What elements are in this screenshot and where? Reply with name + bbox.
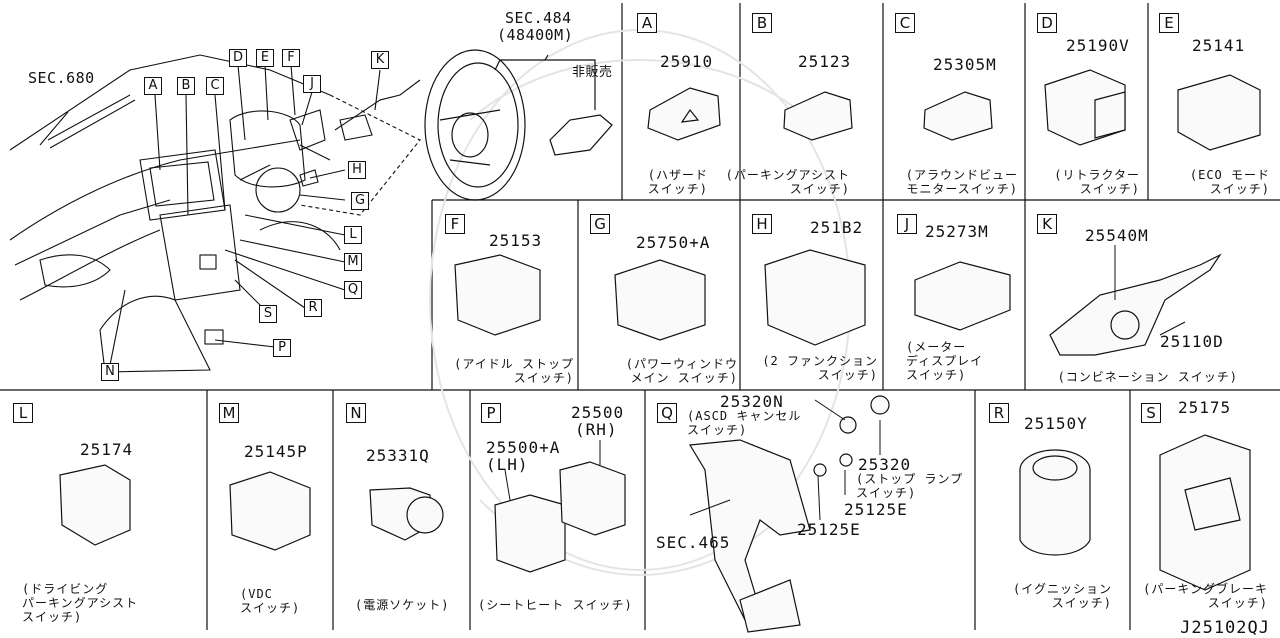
- callout-c[interactable]: C: [206, 77, 224, 95]
- panel-l-caption: (ドライビング パーキングアシスト スイッチ): [22, 582, 139, 624]
- callout-h[interactable]: H: [348, 161, 366, 179]
- panel-n-part-number: 25331Q: [366, 446, 430, 465]
- panel-k-caption: (コンビネーション スイッチ): [1057, 370, 1238, 384]
- callout-k[interactable]: K: [371, 51, 389, 69]
- panel-h-part-number: 251B2: [810, 218, 864, 237]
- panel-l-letter: L: [13, 403, 33, 423]
- panel-l-part-number: 25174: [80, 440, 134, 459]
- panel-e-letter: E: [1159, 13, 1179, 33]
- panel-b-letter: B: [752, 13, 772, 33]
- panel-q-sec-label: SEC.465: [656, 533, 731, 552]
- sec-680-label: SEC.680: [28, 69, 95, 87]
- callout-d[interactable]: D: [229, 49, 247, 67]
- sec-484-label: SEC.484: [505, 9, 572, 27]
- callout-e[interactable]: E: [256, 49, 274, 67]
- panel-h-letter: H: [752, 214, 772, 234]
- panel-b-caption: (パーキングアシスト スイッチ): [725, 168, 850, 196]
- panel-e-caption: (ECO モード スイッチ): [1189, 168, 1270, 196]
- panel-p-lh-label: (LH): [486, 455, 529, 474]
- panel-p-rh-part-number: 25500: [571, 403, 625, 422]
- panel-d-letter: D: [1037, 13, 1057, 33]
- panel-g-letter: G: [590, 214, 610, 234]
- panel-a-part-number: 25910: [660, 52, 714, 71]
- callout-b[interactable]: B: [177, 77, 195, 95]
- panel-f-part-number: 25153: [489, 231, 543, 250]
- panel-m-caption: (VDC スイッチ): [240, 587, 301, 615]
- panel-f-caption: (アイドル ストップ スイッチ): [454, 357, 574, 385]
- callout-a[interactable]: A: [144, 77, 162, 95]
- callout-m[interactable]: M: [344, 253, 362, 271]
- panel-g-part-number: 25750+A: [636, 233, 711, 252]
- component-sketches: [59, 69, 1261, 633]
- panel-q-letter: Q: [657, 403, 677, 423]
- callout-f[interactable]: F: [282, 49, 300, 67]
- panel-s-part-number: 25175: [1178, 398, 1232, 417]
- panel-a-letter: A: [637, 13, 657, 33]
- panel-m-part-number: 25145P: [244, 442, 308, 461]
- panel-h-caption: (2 ファンクション スイッチ): [762, 354, 878, 382]
- panel-p-caption: (シートヒート スイッチ): [478, 598, 633, 612]
- callout-g[interactable]: G: [351, 192, 369, 210]
- panel-a-caption: (ハザード スイッチ): [647, 168, 708, 196]
- panel-r-letter: R: [989, 403, 1009, 423]
- panel-q-e2-part-number: 25125E: [797, 520, 861, 539]
- panel-c-caption: (アラウンドビュー モニタースイッチ): [905, 168, 1018, 196]
- panel-q-ascd-part-number: 25320N: [720, 392, 784, 411]
- panel-d-caption: (リトラクター スイッチ): [1054, 168, 1140, 196]
- panel-s-caption: (パーキングブレーキ スイッチ): [1143, 582, 1268, 610]
- sec-484-part: (48400M): [497, 26, 574, 44]
- panel-n-letter: N: [346, 403, 366, 423]
- panel-p-lh-part-number: 25500+A: [486, 438, 561, 457]
- callout-p[interactable]: P: [273, 339, 291, 357]
- panel-p-letter: P: [481, 403, 501, 423]
- panel-d-part-number: 25190V: [1066, 36, 1130, 55]
- panel-k-screw-part-number: 25110D: [1160, 332, 1224, 351]
- panel-q-ascd-caption: (ASCD キャンセル スイッチ): [687, 409, 802, 437]
- panel-q-stop-caption: (ストップ ランプ スイッチ): [856, 472, 964, 500]
- panel-r-part-number: 25150Y: [1024, 414, 1088, 433]
- callout-s[interactable]: S: [259, 305, 277, 323]
- callout-l[interactable]: L: [344, 226, 362, 244]
- part-leaders: [504, 245, 1186, 521]
- dashboard-overview-drawing: [9, 54, 421, 373]
- panel-j-part-number: 25273M: [925, 222, 989, 241]
- panel-q-stop-part-number: 25320: [858, 455, 912, 474]
- panel-n-caption: (電源ソケット): [355, 598, 450, 612]
- panel-k-letter: K: [1037, 214, 1057, 234]
- panel-g-caption: (パワーウィンドウ メイン スイッチ): [625, 357, 738, 385]
- callout-r[interactable]: R: [304, 299, 322, 317]
- callout-q[interactable]: Q: [344, 281, 362, 299]
- panel-c-letter: C: [895, 13, 915, 33]
- panel-p-rh-label: (RH): [575, 420, 618, 439]
- panel-f-letter: F: [445, 214, 465, 234]
- panel-k-part-number: 25540M: [1085, 226, 1149, 245]
- callout-j[interactable]: J: [303, 75, 321, 93]
- panel-e-part-number: 25141: [1192, 36, 1246, 55]
- panel-b-part-number: 25123: [798, 52, 852, 71]
- panel-s-letter: S: [1141, 403, 1161, 423]
- drawing-code: J25102QJ: [1180, 618, 1270, 638]
- panel-j-letter: J: [897, 214, 917, 234]
- panel-r-caption: (イグニッション スイッチ): [1013, 582, 1112, 610]
- panel-j-caption: (メーター ディスプレイ スイッチ): [906, 340, 984, 382]
- panel-m-letter: M: [219, 403, 239, 423]
- panel-c-part-number: 25305M: [933, 55, 997, 74]
- callout-n[interactable]: N: [101, 363, 119, 381]
- steering-wheel-drawing: [424, 49, 613, 201]
- panel-q-e1-part-number: 25125E: [844, 500, 908, 519]
- not-for-sale-label: 非販売: [572, 65, 613, 80]
